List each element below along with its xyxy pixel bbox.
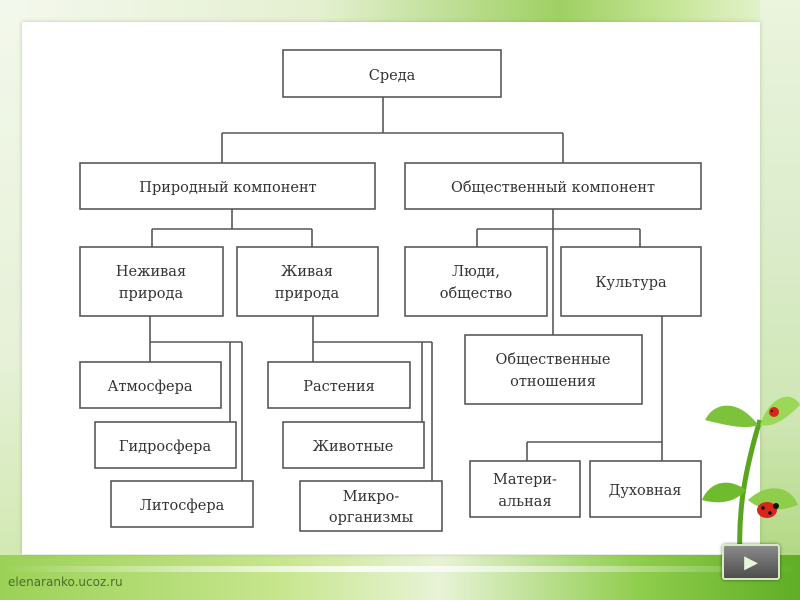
connector-inanimate: [149, 316, 243, 481]
node-label-line1: Микро-: [343, 489, 400, 505]
leaf-icon: [760, 396, 800, 426]
node-microorganisms: Микро- организмы: [299, 480, 443, 532]
node-label-line2: отношения: [510, 374, 596, 390]
node-social-component: Общественный компонент: [404, 162, 702, 210]
node-natural-component: Природный компонент: [79, 162, 376, 210]
node-label-line1: Люди,: [452, 264, 500, 280]
connector-culture: [526, 316, 663, 461]
node-label: Среда: [369, 68, 416, 84]
node-living-nature: Живая природа: [236, 246, 379, 317]
node-label: Духовная: [609, 483, 682, 499]
node-label-line1: Живая: [281, 264, 333, 280]
node-label-line2: организмы: [329, 510, 414, 526]
node-label: Растения: [303, 379, 375, 395]
node-label-line2: природа: [275, 286, 340, 302]
connector-social: [476, 209, 641, 247]
node-label: Атмосфера: [108, 379, 193, 395]
node-label: Литосфера: [140, 498, 225, 514]
next-arrow-icon: ▶: [744, 551, 758, 573]
node-culture: Культура: [560, 246, 702, 317]
node-label-line1: Неживая: [116, 264, 186, 280]
node-spiritual-culture: Духовная: [589, 460, 702, 518]
background-left-band: [0, 0, 22, 600]
node-people-society: Люди, общество: [404, 246, 548, 317]
node-label: Общественный компонент: [451, 180, 655, 196]
ladybug-icon: [769, 407, 779, 417]
node-social-relations: Общественные отношения: [464, 334, 643, 405]
node-label-line1: Матери-: [493, 472, 557, 488]
node-environment: Среда: [282, 49, 502, 98]
node-material-culture: Матери- альная: [469, 460, 581, 518]
node-label: Культура: [595, 275, 667, 291]
node-label: Животные: [313, 439, 394, 455]
node-label-line1: Общественные: [495, 352, 610, 368]
connectors: [149, 97, 663, 481]
next-slide-button[interactable]: ▶: [722, 544, 780, 580]
node-label-line2: общество: [440, 286, 513, 302]
leaf-icon: [705, 405, 758, 428]
node-label: Природный компонент: [139, 180, 316, 196]
node-atmosphere: Атмосфера: [79, 361, 222, 409]
plant-ladybug-decoration: [702, 396, 800, 555]
node-label: Гидросфера: [119, 439, 212, 455]
background-bottom-band: [0, 555, 800, 600]
ladybug-icon: [757, 502, 777, 518]
node-hydrosphere: Гидросфера: [94, 421, 237, 469]
node-label-line2: природа: [119, 286, 184, 302]
node-inanimate-nature: Неживая природа: [79, 246, 224, 317]
connector-living: [312, 316, 433, 481]
connector-natural: [151, 209, 313, 247]
node-plants: Растения: [267, 361, 411, 409]
node-lithosphere: Литосфера: [110, 480, 254, 528]
site-watermark: elenaranko.ucoz.ru: [8, 575, 123, 589]
node-animals: Животные: [282, 421, 425, 469]
connector-root: [221, 97, 564, 163]
node-label-line2: альная: [498, 494, 551, 510]
background-bottom-stripe: [0, 566, 800, 572]
leaf-icon: [702, 482, 746, 503]
